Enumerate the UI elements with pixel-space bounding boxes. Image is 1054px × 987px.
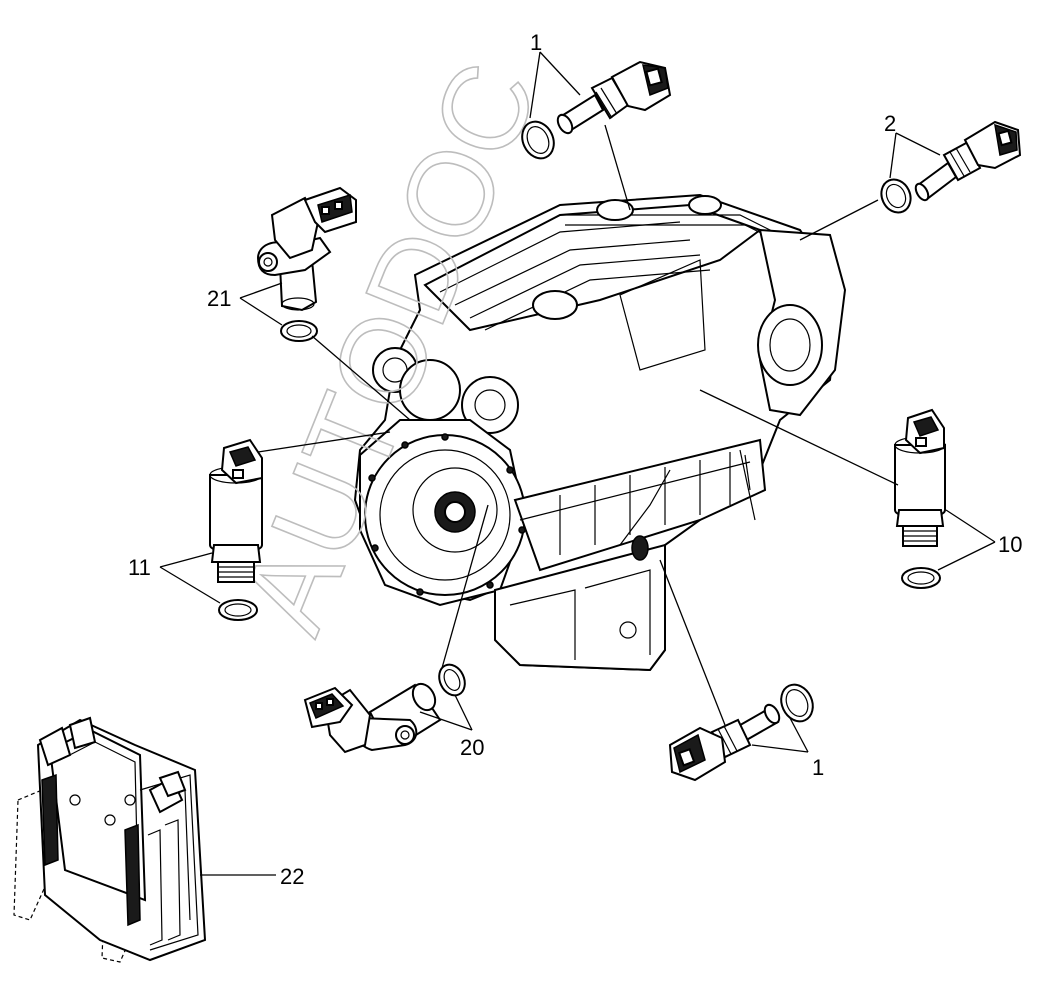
- seal-ring-part-1-top: [521, 120, 555, 160]
- leader-lines: [159, 51, 996, 876]
- seal-ring-part-10: [901, 567, 941, 589]
- seal-ring-part-2: [880, 178, 912, 214]
- callout-2: 2: [884, 111, 896, 136]
- callout-11: 11: [128, 555, 151, 580]
- callout-10: 10: [998, 532, 1022, 557]
- callout-22: 22: [280, 864, 304, 889]
- seal-ring-part-20: [438, 663, 466, 697]
- flywheel-bolts: [368, 433, 526, 596]
- sensor-part-2: [914, 120, 1022, 202]
- engine-assembly: [353, 193, 847, 672]
- callout-20: 20: [460, 735, 484, 760]
- seal-ring-part-21: [280, 320, 318, 342]
- callout-1-bottom: 1: [812, 755, 824, 780]
- seal-ring-part-11: [218, 599, 258, 621]
- sensor-part-10: [894, 408, 946, 547]
- sensor-part-11: [209, 438, 263, 583]
- sensor-part-1-top: [556, 60, 672, 135]
- sensor-part-1-bottom: [668, 703, 781, 782]
- callout-1-top: 1: [530, 30, 542, 55]
- sensor-part-21: [256, 186, 357, 312]
- ecu-part-22: [13, 716, 207, 963]
- callout-21: 21: [207, 286, 231, 311]
- sensor-part-20: [303, 682, 442, 754]
- seal-ring-part-1-bottom: [780, 683, 814, 723]
- callout-labels: 1 2 21 11 10 20 1 22: [128, 30, 1022, 889]
